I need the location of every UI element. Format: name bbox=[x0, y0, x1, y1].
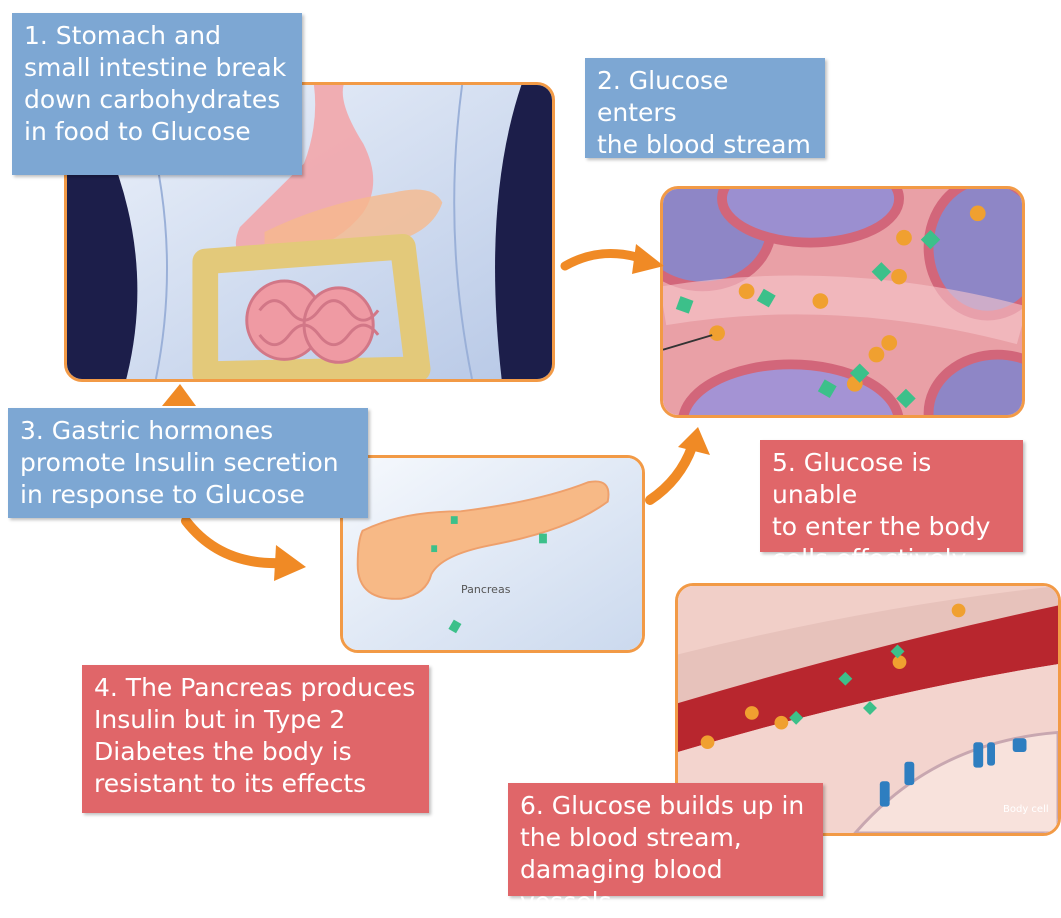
step-1-box: 1. Stomach and small intestine break dow… bbox=[12, 13, 302, 175]
arrow-1-to-3 bbox=[158, 380, 198, 410]
arrow-pancreas-to-blood bbox=[640, 425, 720, 505]
step-4-box: 4. The Pancreas produces Insulin but in … bbox=[82, 665, 429, 813]
body-cell-label: Body cell bbox=[1003, 804, 1049, 815]
pancreas-illustration: Pancreas bbox=[340, 455, 645, 653]
step-2-box: 2. Glucose enters the blood stream bbox=[585, 58, 825, 158]
pancreas-label: Pancreas bbox=[461, 583, 510, 596]
arrow-3-to-pancreas bbox=[180, 515, 310, 585]
step-5-box: 5. Glucose is unable to enter the body c… bbox=[760, 440, 1023, 552]
step-6-box: 6. Glucose builds up in the blood stream… bbox=[508, 783, 823, 896]
pancreas-graphic bbox=[343, 458, 642, 650]
step-3-box: 3. Gastric hormones promote Insulin secr… bbox=[8, 408, 368, 518]
arrow-1-to-2 bbox=[560, 236, 670, 286]
blood-stream-illustration bbox=[660, 186, 1025, 418]
small-intestine bbox=[247, 281, 378, 362]
blood-stream-graphic bbox=[663, 189, 1022, 415]
